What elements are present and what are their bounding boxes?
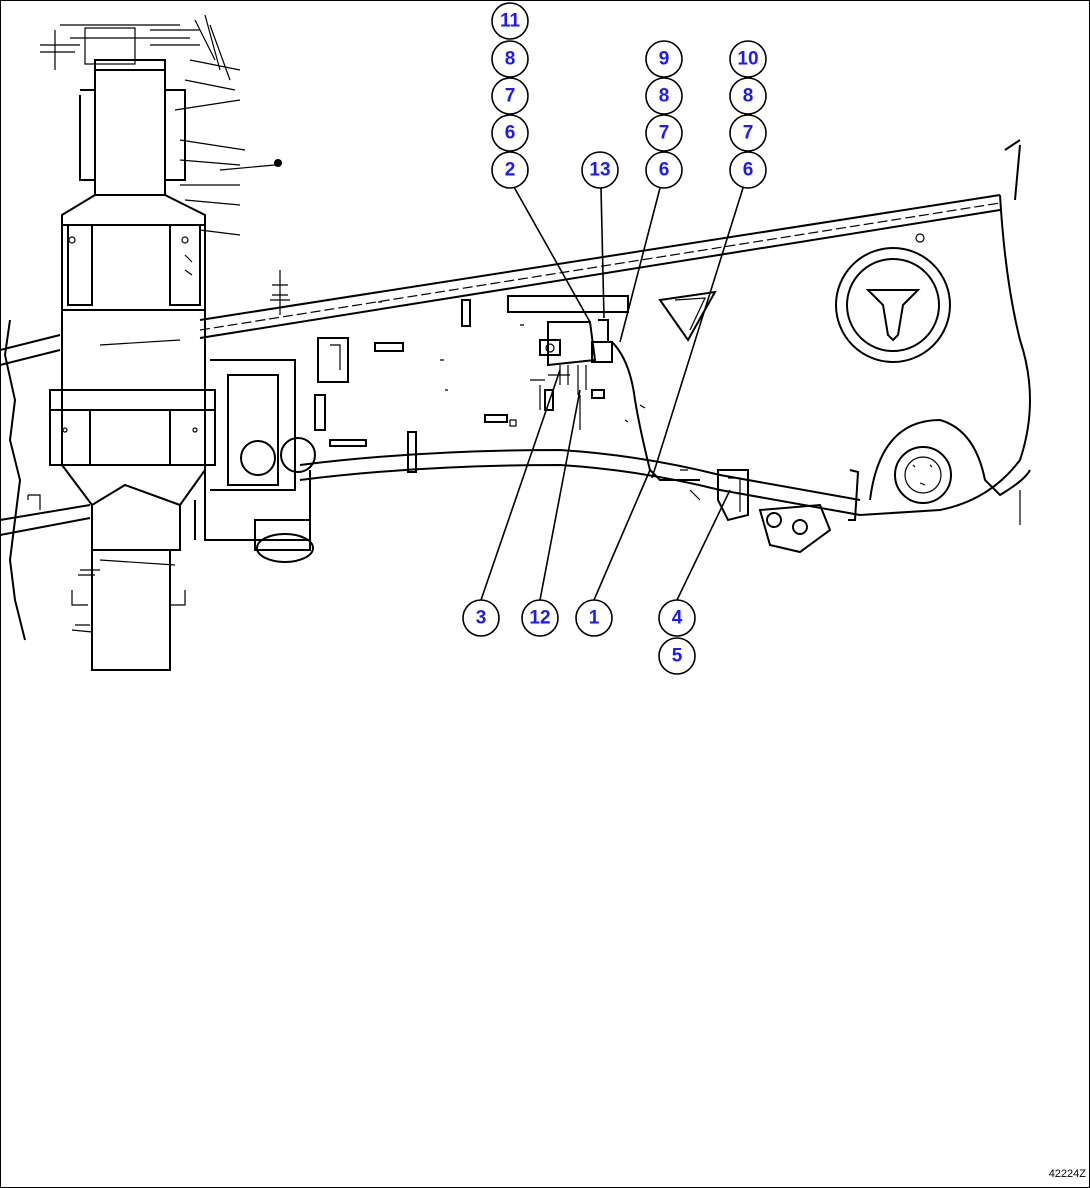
svg-text:7: 7 [743, 123, 754, 144]
callout-4: 4 [658, 599, 696, 637]
callout-6-right: 6 [729, 151, 767, 189]
svg-text:4: 4 [672, 608, 683, 629]
leader-1 [593, 469, 651, 601]
svg-text:10: 10 [737, 49, 758, 70]
svg-text:6: 6 [743, 160, 754, 181]
callout-2: 2 [491, 151, 529, 189]
callout-1: 1 [575, 599, 613, 637]
svg-text:6: 6 [659, 160, 670, 181]
svg-text:9: 9 [659, 49, 670, 70]
svg-text:7: 7 [659, 123, 670, 144]
svg-text:7: 7 [505, 86, 516, 107]
leader-6c [651, 187, 744, 479]
callout-7-left: 7 [491, 77, 529, 115]
frame-outline [0, 319, 311, 641]
left-machine-body [40, 14, 282, 671]
callout-8-left: 8 [491, 40, 529, 78]
svg-text:6: 6 [505, 123, 516, 144]
leader-12 [539, 389, 581, 601]
drawing-code: 42224Z [1048, 1168, 1086, 1180]
svg-text:11: 11 [500, 11, 521, 32]
svg-text:13: 13 [589, 160, 610, 181]
callout-10: 10 [729, 40, 767, 78]
svg-text:8: 8 [659, 86, 670, 107]
boom-arm [199, 139, 1031, 563]
callout-11-top: 11 [491, 2, 529, 40]
leader-3 [480, 369, 561, 601]
svg-text:12: 12 [529, 608, 550, 629]
svg-text:5: 5 [672, 646, 683, 667]
callout-12: 12 [521, 599, 559, 637]
callout-3: 3 [462, 599, 500, 637]
callout-7-middle: 7 [645, 114, 683, 152]
callout-5: 5 [658, 637, 696, 675]
leader-4 [676, 489, 731, 601]
svg-text:1: 1 [589, 608, 600, 629]
callout-9: 9 [645, 40, 683, 78]
callout-8-right: 8 [729, 77, 767, 115]
leader-2 [513, 186, 591, 323]
leader-lines [480, 186, 744, 601]
callout-13: 13 [581, 151, 619, 189]
callout-7-right: 7 [729, 114, 767, 152]
callout-6-left: 6 [491, 114, 529, 152]
callout-6-middle: 6 [645, 151, 683, 189]
callout-8-middle: 8 [645, 77, 683, 115]
svg-text:8: 8 [743, 86, 754, 107]
svg-text:3: 3 [476, 608, 487, 629]
leader-6b [619, 187, 661, 343]
leader-13 [600, 187, 605, 319]
svg-text:8: 8 [505, 49, 516, 70]
svg-text:2: 2 [505, 160, 516, 181]
